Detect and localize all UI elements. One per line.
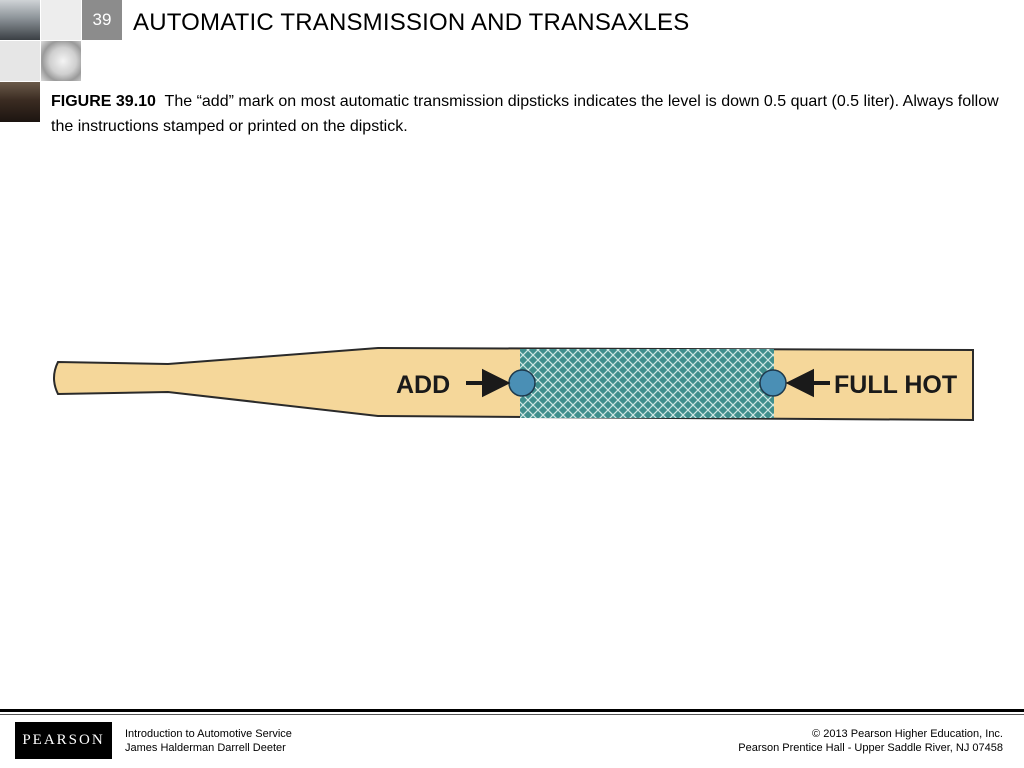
dipstick-illustration: ADD FULL HOT [48, 340, 978, 430]
footer-book-info: Introduction to Automotive Service James… [125, 727, 292, 755]
sportscar-thumbnail-image [0, 82, 40, 122]
footer-authors: James Halderman Darrell Deeter [125, 742, 286, 754]
figure-caption-text: The “add” mark on most automatic transmi… [51, 93, 999, 135]
full-hot-level-dot [759, 369, 787, 397]
car-thumbnail-image [0, 0, 40, 40]
thumbnail-placeholder [0, 41, 40, 81]
footer-copyright: © 2013 Pearson Higher Education, Inc. [812, 728, 1003, 740]
thumbnail-placeholder [41, 0, 81, 40]
figure-caption: FIGURE 39.10 The “add” mark on most auto… [51, 89, 1001, 139]
wheel-thumbnail-image [41, 41, 81, 81]
footer-divider-thin [0, 714, 1024, 715]
add-level-dot [508, 369, 536, 397]
chapter-number-badge: 39 [82, 0, 122, 40]
footer-publisher: Pearson Prentice Hall - Upper Saddle Riv… [738, 742, 1003, 754]
full-hot-arrow-icon [785, 368, 830, 398]
footer-divider [0, 709, 1024, 712]
pearson-logo: PEARSON [15, 722, 112, 759]
add-arrow-icon [466, 368, 511, 398]
footer-book-title: Introduction to Automotive Service [125, 728, 292, 740]
full-hot-label: FULL HOT [834, 371, 957, 399]
footer-copyright-info: © 2013 Pearson Higher Education, Inc. Pe… [738, 727, 1003, 755]
figure-label: FIGURE 39.10 [51, 93, 156, 110]
add-label: ADD [396, 371, 450, 399]
dipstick-mesh-band [520, 349, 774, 418]
slide-title: AUTOMATIC TRANSMISSION AND TRANSAXLES [133, 9, 690, 36]
